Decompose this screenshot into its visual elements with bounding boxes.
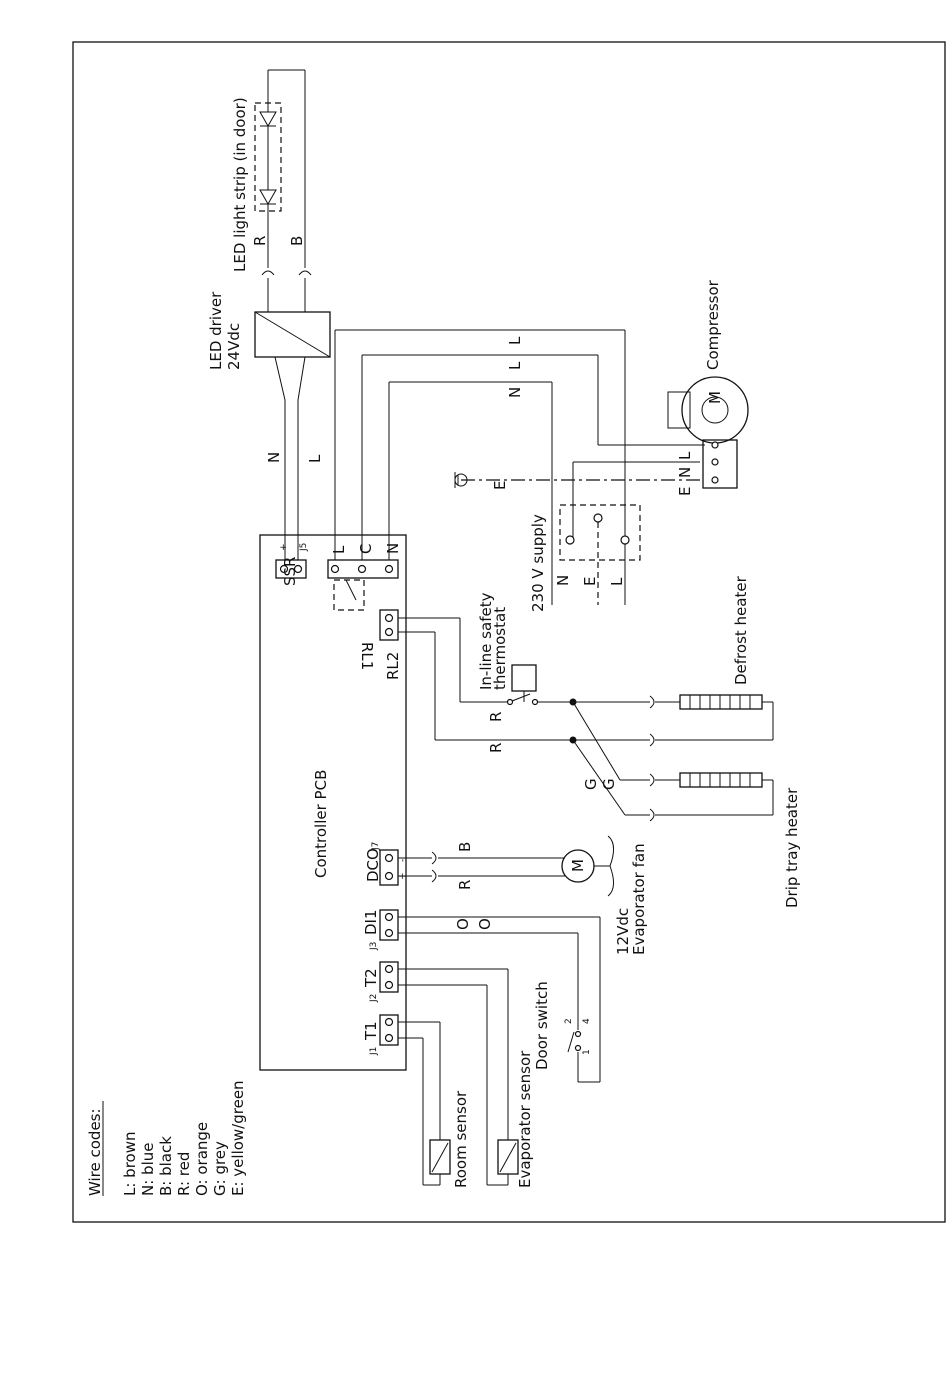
compressor-l: L <box>676 451 694 460</box>
controller-pcb: Controller PCB SSR + J5 L C N RL1 RL2 DC… <box>259 534 408 1071</box>
supply-label: 230 V supply <box>529 514 547 612</box>
door-switch: O O 2 4 1 Door switch <box>398 916 601 1083</box>
led-wire-r: R <box>251 236 269 246</box>
t2-label: T2 <box>362 968 380 988</box>
evaporator-fan-label-1: 12Vdc <box>614 908 632 955</box>
wire-code-5: G: grey <box>211 1141 229 1196</box>
ssr-plus: + <box>279 543 289 551</box>
compressor-motor-m: M <box>706 391 724 404</box>
mains-l-1: L <box>506 336 524 345</box>
dco-terminal-block <box>379 849 399 886</box>
rl1-n: N <box>384 543 402 554</box>
mains-l-2: L <box>506 361 524 370</box>
compressor-label: Compressor <box>704 279 722 370</box>
evaporator-sensor: Evaporator sensor <box>398 968 534 1188</box>
wire-code-4: O: orange <box>193 1122 211 1196</box>
led-wire-b: B <box>288 236 306 246</box>
di1-terminal-block <box>379 909 399 941</box>
supply-plug <box>559 504 641 561</box>
compressor: M Compressor L N E <box>667 279 749 496</box>
dco-j7: J7 <box>371 842 381 851</box>
fan-wire-b: B <box>456 842 474 852</box>
evaporator-fan-label-2: Evaporator fan <box>630 843 648 955</box>
safety-thermostat <box>511 664 537 692</box>
evaporator-fan: B R M 12Vdc Evaporator fan <box>398 835 648 955</box>
t1-label: T1 <box>362 1021 380 1041</box>
wire-code-1: N: blue <box>139 1143 157 1196</box>
wire-codes-title: Wire codes: <box>86 1108 104 1196</box>
di1-label: DI1 <box>362 909 380 935</box>
t2-j2: J2 <box>369 994 379 1003</box>
thermostat-label-2: thermostat <box>491 607 509 690</box>
wire-codes-legend: Wire codes: L: brown N: blue B: black R:… <box>86 1080 247 1196</box>
door-switch-pin-4: 4 <box>582 1018 592 1024</box>
di1-j3: J3 <box>369 942 379 951</box>
door-switch-label: Door switch <box>533 981 551 1070</box>
led-driver-label-1: LED driver <box>207 291 225 370</box>
fan-wire-r: R <box>456 880 474 890</box>
heater-wire-r-2: R <box>487 743 505 753</box>
heater-wire-g-2: G <box>600 778 618 790</box>
door-wire-o-1: O <box>454 918 472 930</box>
t1-j1: J1 <box>369 1047 379 1056</box>
supply-n: N <box>554 575 572 586</box>
thermostat-label-1: In-line safety <box>477 592 495 690</box>
wire-code-0: L: brown <box>121 1132 139 1197</box>
rl1-l: L <box>330 545 348 554</box>
defrost-heater-label: Defrost heater <box>732 575 750 685</box>
led-driver-label-2: 24Vdc <box>225 323 243 370</box>
supply-e: E <box>581 577 599 586</box>
ssr-j5: J5 <box>299 543 309 552</box>
ssr-label: SSR <box>281 557 299 586</box>
page-frame <box>72 41 946 1223</box>
led-light-strip: LED light strip (in door) R B <box>231 69 312 312</box>
ssr-terminal-block <box>275 559 307 579</box>
led-driver-n: N <box>265 452 283 463</box>
rl1-label: RL1 <box>358 642 376 670</box>
compressor-e: E <box>676 487 694 496</box>
controller-pcb-label: Controller PCB <box>312 770 330 878</box>
heater-wire-g-1: G <box>582 778 600 790</box>
dco-label: DCO <box>364 848 382 882</box>
wire-code-6: E: yellow/green <box>229 1080 247 1196</box>
door-switch-pin-1: 1 <box>582 1049 592 1055</box>
rl1-c: C <box>357 544 375 554</box>
room-sensor-label: Room sensor <box>452 1090 470 1188</box>
heater-circuit: In-line safety thermostat R R G G Defros… <box>398 575 801 908</box>
mains-n: N <box>506 387 524 398</box>
rl2-label: RL2 <box>384 652 402 680</box>
wire-code-2: B: black <box>157 1136 175 1196</box>
compressor-n: N <box>676 467 694 478</box>
supply-l: L <box>608 577 626 586</box>
earth-e-left: E <box>491 481 509 490</box>
mains-wiring: L L N E 230 V supply N E L <box>334 329 705 612</box>
rl1-terminal-block <box>327 559 399 579</box>
led-strip-label: LED light strip (in door) <box>231 97 249 272</box>
room-sensor: Room sensor <box>398 1021 470 1188</box>
led-driver: LED driver 24Vdc N L <box>207 291 331 560</box>
t2-terminal-block <box>379 961 399 993</box>
door-wire-o-2: O <box>476 918 494 930</box>
evaporator-sensor-label: Evaporator sensor <box>516 1050 534 1188</box>
drip-tray-heater-label: Drip tray heater <box>783 787 801 908</box>
t1-terminal-block <box>379 1014 399 1046</box>
led-driver-l: L <box>306 454 324 463</box>
door-switch-pin-2: 2 <box>564 1018 574 1024</box>
wire-code-3: R: red <box>175 1152 193 1196</box>
fan-motor-m: M <box>569 859 587 872</box>
heater-wire-r-1: R <box>487 712 505 722</box>
dco-minus: - <box>398 859 408 862</box>
rl2-terminal-block <box>379 609 399 641</box>
